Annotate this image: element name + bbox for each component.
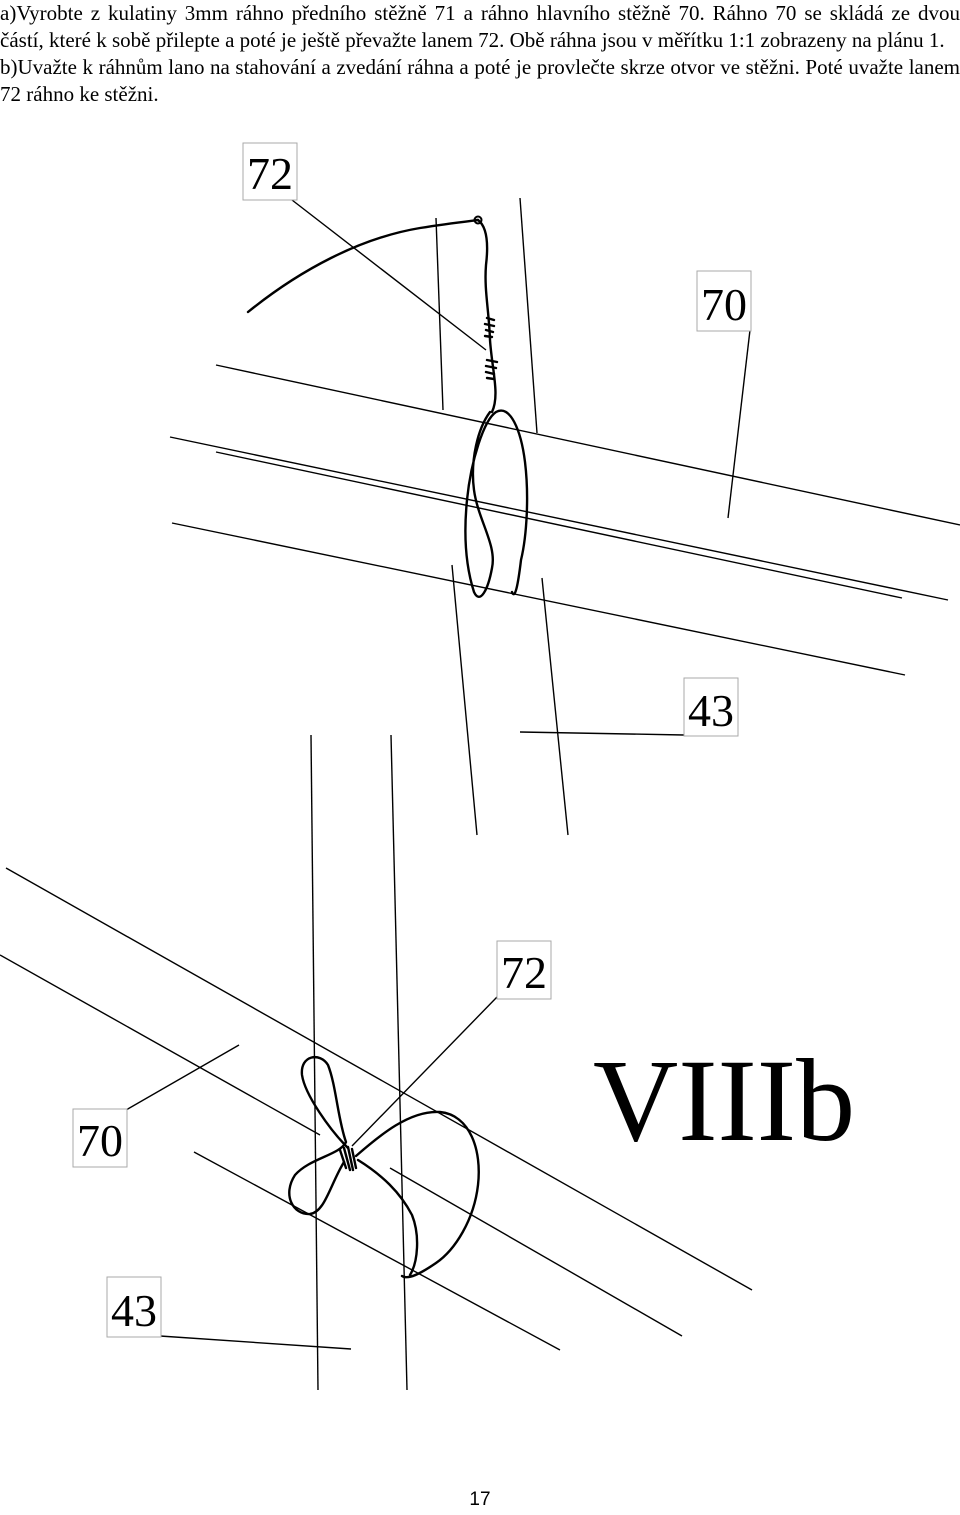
upper-drawing: 72 70 43 — [169, 142, 960, 836]
lower-mast — [310, 734, 408, 1391]
lower-leader-43 — [159, 1335, 352, 1350]
svg-text:43: 43 — [111, 1285, 157, 1336]
lower-drawing: 72 70 43 VIIIb — [0, 734, 855, 1391]
upper-rope — [246, 215, 529, 599]
lower-label-72: 72 — [496, 940, 552, 1000]
upper-leader-43 — [519, 731, 685, 736]
page-number: 17 — [469, 1489, 491, 1510]
svg-text:72: 72 — [501, 947, 547, 998]
svg-text:70: 70 — [701, 279, 747, 330]
lower-leader-72 — [351, 996, 498, 1147]
svg-text:70: 70 — [77, 1115, 123, 1166]
lower-label-70: 70 — [72, 1108, 128, 1168]
plate-id: VIIIb — [593, 1035, 855, 1166]
upper-leader-70 — [727, 329, 751, 519]
lower-yard — [0, 867, 753, 1351]
lower-rope — [288, 1055, 480, 1279]
lower-label-43: 43 — [106, 1276, 162, 1338]
upper-yard — [169, 364, 960, 676]
upper-label-70: 70 — [696, 270, 752, 332]
instruction-part-a: a)Vyrobte z kulatiny 3mm ráhno předního … — [0, 1, 960, 52]
upper-label-43: 43 — [683, 677, 739, 737]
lower-leader-70 — [125, 1044, 240, 1111]
instructions-text: a)Vyrobte z kulatiny 3mm ráhno předního … — [0, 0, 960, 108]
svg-text:43: 43 — [688, 685, 734, 736]
svg-text:72: 72 — [247, 148, 293, 199]
upper-leader-72 — [291, 199, 487, 351]
upper-label-72: 72 — [242, 142, 298, 201]
instruction-part-b: b)Uvažte k ráhnům lano na stahování a zv… — [0, 55, 960, 106]
